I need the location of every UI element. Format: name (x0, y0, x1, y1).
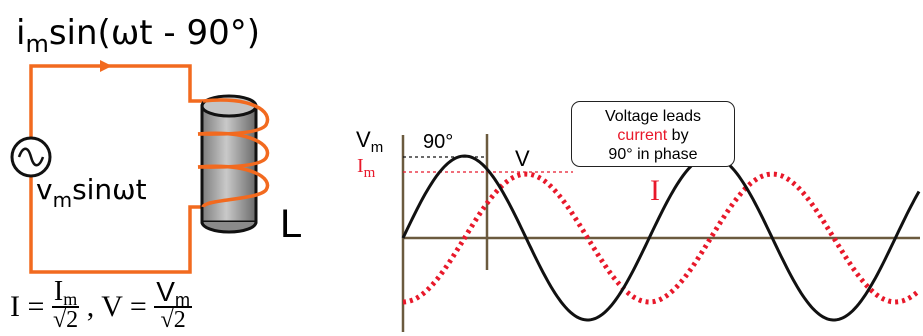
im-sub: m (363, 165, 376, 181)
ac-source-icon (10, 136, 52, 178)
voltage-wave-label: V (515, 146, 530, 171)
current-waveform (402, 171, 921, 305)
current-expr-main: i (16, 13, 26, 53)
note-line-3: 90° in phase (608, 146, 698, 163)
vm-sub: m (370, 139, 384, 156)
circuit-wires (29, 64, 203, 274)
rms-v-num-sub: m (174, 290, 190, 310)
rms-i-num-sub: m (63, 289, 78, 309)
voltage-waveform (401, 154, 921, 322)
vm-axis-label: Vm (356, 127, 383, 156)
rms-separator: , (79, 289, 102, 323)
rms-i-fraction: Im√2 (51, 276, 80, 333)
source-expr-main: v (36, 173, 53, 206)
phase-angle-label: 90° (423, 131, 454, 153)
top-wire (29, 64, 203, 139)
rms-i-den: √2 (53, 307, 79, 333)
note-line-2: current by (572, 126, 734, 145)
rms-v-symbol: V (101, 289, 123, 323)
rms-eq-2: = (122, 289, 155, 323)
rms-eq-1: = (20, 289, 52, 323)
note-line-1: Voltage leads (604, 108, 702, 125)
rms-i-num: I (53, 276, 64, 307)
vm-main: V (356, 127, 371, 152)
current-direction-arrow (100, 60, 112, 72)
rms-i-symbol: I (10, 289, 20, 323)
phase-note-box: Voltage leads current by 90° in phase (571, 101, 735, 167)
note-current-word: current (617, 127, 668, 144)
current-expr-tail: sin(ωt - 90°) (48, 13, 261, 53)
im-axis-label: Im (357, 155, 375, 181)
note-line-2-rest: by (667, 127, 689, 144)
current-wave-label: I (650, 174, 660, 207)
bottom-wire (29, 176, 203, 274)
inductor-coil-icon (197, 98, 270, 209)
rms-v-num: V (156, 276, 175, 307)
rms-v-fraction: Vm√2 (154, 278, 192, 332)
source-expr-sub: m (52, 188, 73, 212)
source-voltage-expression: vmsinωt (36, 173, 147, 211)
current-expression: imsin(ωt - 90°) (16, 13, 261, 56)
rms-formula: I = Im√2 , V = Vm√2 (10, 278, 192, 336)
current-expr-sub: m (25, 30, 49, 58)
rms-v-den: √2 (160, 307, 186, 333)
inductor-label: L (280, 202, 303, 246)
im-main: I (357, 155, 364, 177)
source-expr-tail: sinωt (72, 173, 147, 206)
